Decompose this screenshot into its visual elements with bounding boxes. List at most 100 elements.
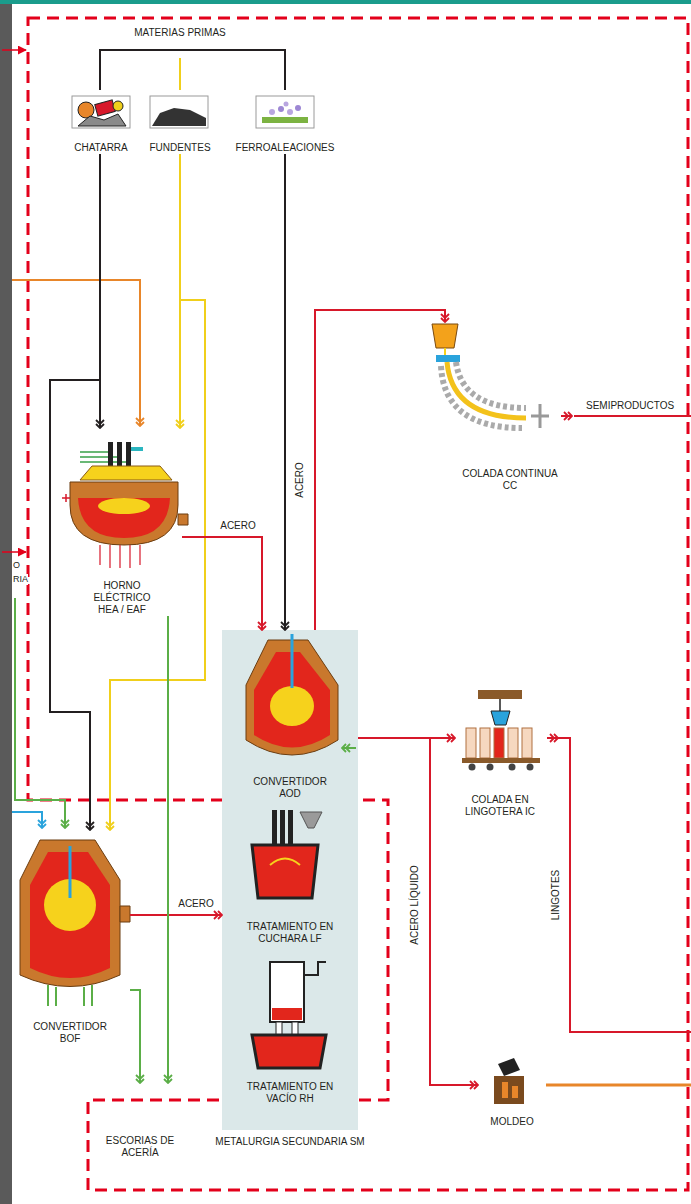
flow-connector	[284, 154, 286, 630]
ingot-casting	[466, 728, 476, 758]
casting-unit: COLADA CONTINUA CC	[428, 322, 592, 492]
ferroalloy-icon	[284, 102, 289, 107]
furnace-unit: HORNO ELÉCTRICO HEA / EAF	[62, 428, 182, 616]
boundary-outline	[2, 49, 26, 51]
electric-arc-furnace	[131, 447, 143, 451]
label-group: TRATAMIENTO EN VACÍO RH	[235, 1081, 345, 1105]
scrap-icon	[113, 101, 123, 111]
ingot-casting	[491, 711, 510, 725]
ferroalloy-icon	[287, 109, 293, 115]
label-group: HORNO ELÉCTRICO HEA / EAF	[86, 580, 158, 616]
vacuum-degasser	[270, 962, 304, 1022]
ladle-furnace	[270, 859, 300, 866]
node-label: FERROALEACIONES	[232, 142, 338, 154]
group-heading: MATERIAS PRIMAS	[132, 27, 228, 39]
continuous-caster	[432, 324, 458, 348]
electric-arc-furnace	[70, 482, 178, 545]
bof-converter	[48, 985, 92, 1006]
node-label: TRATAMIENTO EN CUCHARA LF	[235, 921, 345, 945]
node-label: COLADA EN LINGOTERA IC	[462, 794, 538, 818]
flux-icon	[150, 96, 208, 128]
flow-connector	[182, 537, 262, 630]
bof-converter	[20, 840, 120, 987]
outflow-lines	[546, 1084, 691, 1087]
continuous-caster	[531, 404, 549, 428]
ingot-casting	[509, 764, 516, 771]
page-frame	[0, 0, 691, 4]
outflow-lines	[546, 416, 691, 1085]
raw-material-box: FUNDENTES	[142, 94, 218, 154]
inflow-lines	[12, 280, 140, 426]
vacuum-degasser	[304, 962, 326, 975]
outflow-lines	[561, 415, 572, 417]
flow-connector	[110, 154, 205, 830]
converter-unit: CONVERTIDOR BOF	[10, 830, 130, 1045]
label-group: FERROALEACIONES	[232, 142, 338, 154]
ingot-casting	[522, 728, 532, 758]
raw-materials-bracket	[100, 50, 285, 90]
ferroalloy-icon	[269, 109, 275, 115]
ferroalloy-icon	[295, 105, 301, 111]
scrap-icon	[78, 102, 94, 118]
raw-materials-bracket	[179, 58, 181, 90]
node-label: MOLDEO	[479, 1116, 545, 1128]
mould-casting	[512, 1086, 518, 1098]
flow-connector	[167, 616, 169, 1083]
output-label: LINGOTES	[550, 868, 562, 923]
vacuum-degasser	[272, 1008, 302, 1020]
bof-converter	[69, 846, 72, 898]
outflow-lines	[547, 737, 558, 739]
secondary-metallurgy-ground	[222, 630, 358, 1130]
continuous-caster	[436, 355, 460, 362]
ladle-furnace	[252, 845, 318, 898]
label-group: COLADA CONTINUA CC	[456, 468, 564, 492]
cropped-label: RIA	[13, 574, 28, 585]
label-group: CONVERTIDOR BOF	[25, 1021, 115, 1045]
ferroalloy-icon	[262, 117, 308, 123]
treatment-unit: TRATAMIENTO EN VACÍO RH	[226, 955, 354, 1105]
output-label: SEMIPRODUCTOS	[584, 400, 676, 412]
label-group: CONVERTIDOR AOD	[248, 776, 332, 800]
bof-converter	[120, 906, 130, 922]
ingot-casting	[462, 758, 540, 763]
ingot-casting	[494, 728, 504, 758]
electric-arc-furnace	[62, 442, 188, 568]
boundary-outline	[2, 551, 26, 553]
inflow-lines	[12, 812, 42, 828]
scrap-icon	[95, 100, 115, 116]
mould-casting	[498, 1058, 520, 1076]
casting-unit: COLADA EN LINGOTERA IC	[455, 686, 545, 818]
electric-arc-furnace	[78, 498, 170, 538]
mould-casting	[494, 1058, 524, 1104]
raw-material-box: FERROALEACIONES	[232, 94, 338, 154]
bof-converter	[20, 840, 130, 1006]
mould-casting	[494, 1076, 524, 1104]
ferroalloy-icon	[256, 96, 314, 128]
ladle-furnace	[300, 812, 322, 828]
label-group: METALURGIA SECUNDARIA SM	[215, 1136, 365, 1148]
flux-icon	[152, 108, 206, 126]
ingot-casting	[527, 764, 534, 771]
edge-label: ACERO	[218, 520, 258, 532]
aod-converter	[246, 634, 356, 755]
node-label: COLADA CONTINUA CC	[456, 468, 564, 492]
scrap-icon	[72, 96, 130, 128]
node-label: TRATAMIENTO EN VACÍO RH	[235, 1081, 345, 1105]
electric-arc-furnace	[62, 494, 70, 502]
aod-converter	[342, 747, 356, 749]
ingot-casting	[487, 764, 494, 771]
vacuum-degasser	[252, 962, 326, 1068]
flow-connector	[130, 914, 222, 916]
ladle-furnace	[252, 810, 322, 898]
continuous-caster	[432, 324, 549, 428]
scrap-icon	[72, 96, 130, 128]
continuous-caster	[447, 362, 526, 418]
flow-connector	[358, 738, 478, 1085]
aod-converter	[270, 686, 314, 726]
page-frame	[0, 0, 12, 1204]
node-label: CONVERTIDOR BOF	[25, 1021, 115, 1045]
boundary-outline	[28, 18, 688, 1190]
